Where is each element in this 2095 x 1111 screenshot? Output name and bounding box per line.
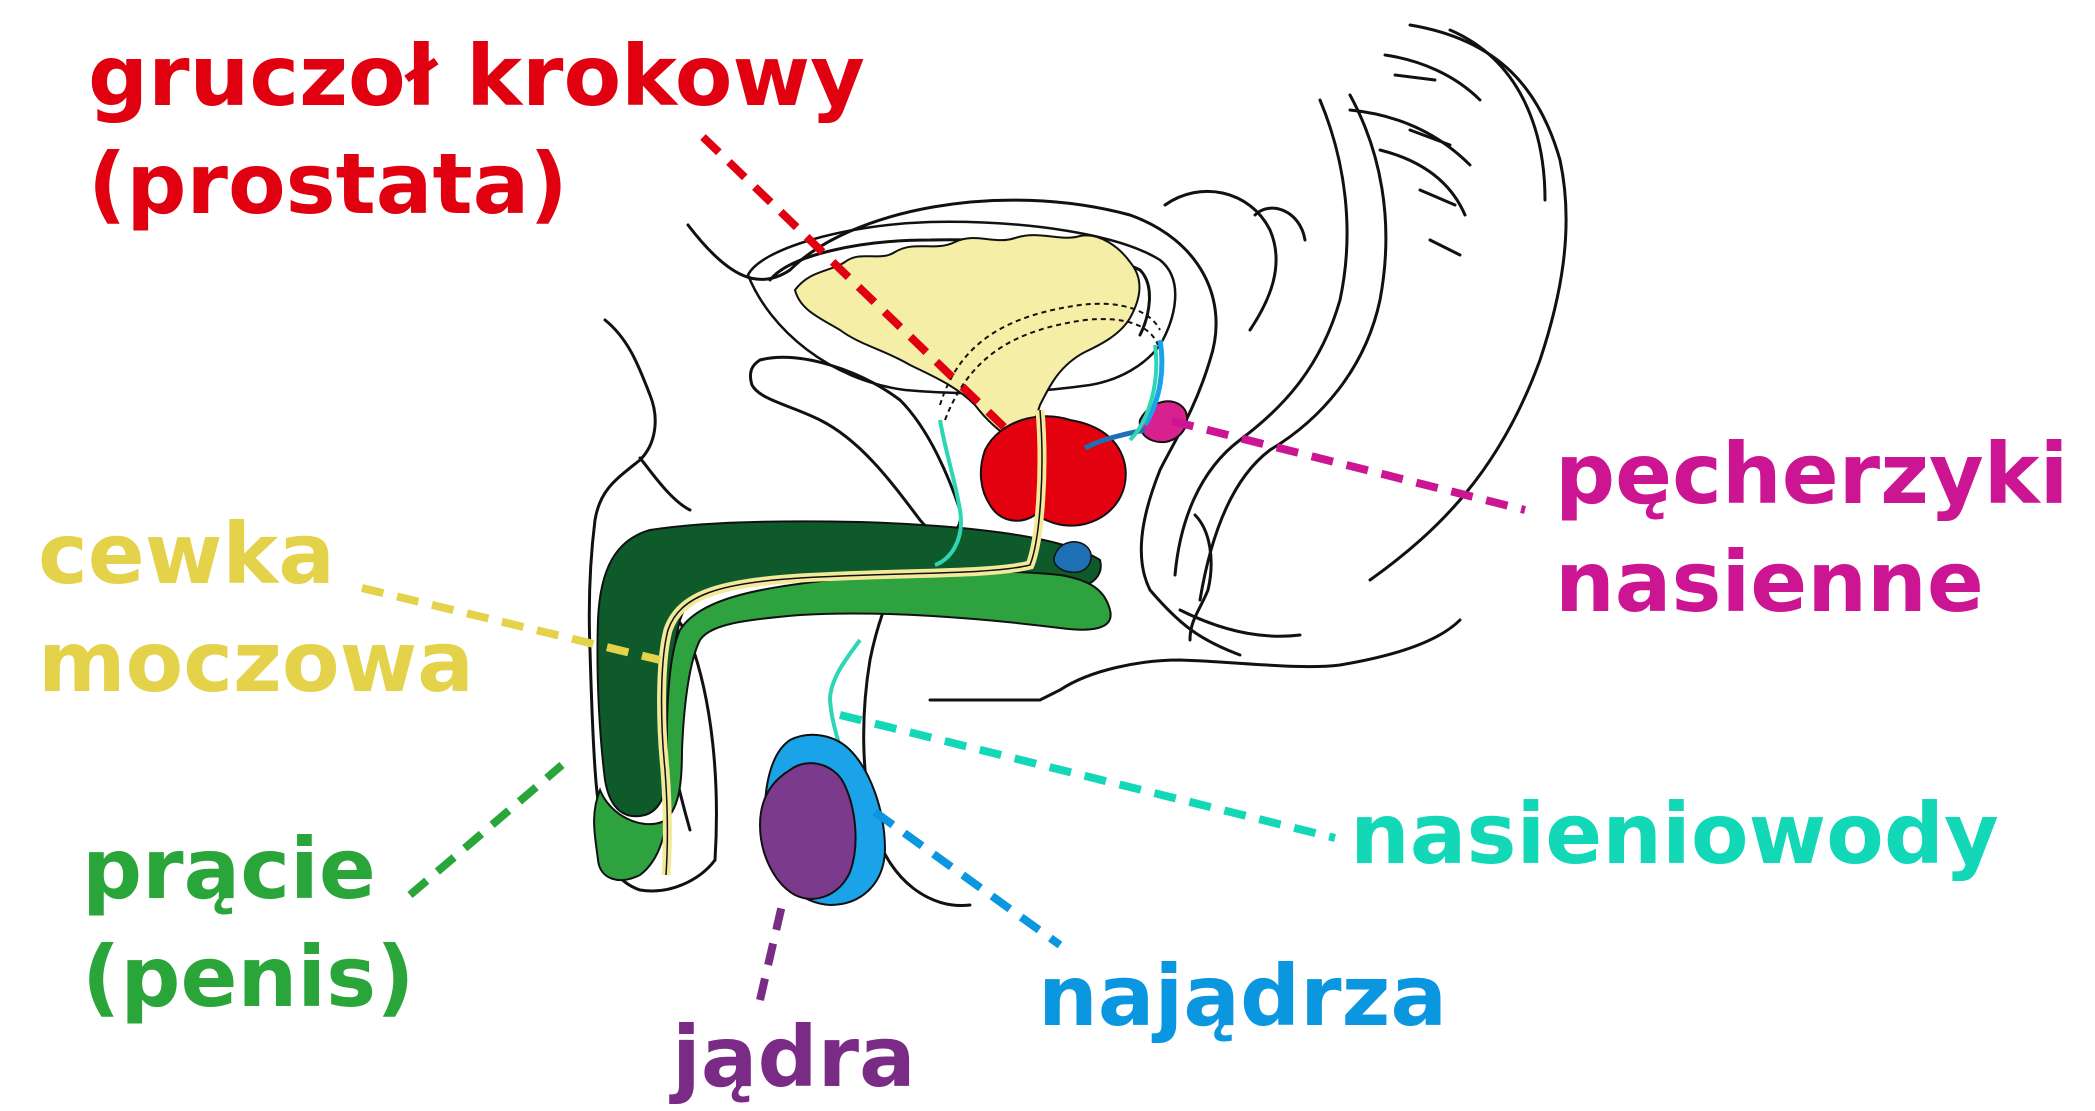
bulbourethral-gland <box>1054 542 1091 572</box>
label-testes-line1: jądra <box>672 1003 916 1111</box>
label-seminal-vesicles: pęcherzyki nasienne <box>1555 420 2068 636</box>
label-urethra: cewka moczowa <box>38 500 474 716</box>
label-prostate-line2: (prostata) <box>88 130 865 238</box>
label-vas-deferens-line1: nasieniowody <box>1350 780 1999 888</box>
leader-seminal-vesicles <box>1172 421 1525 510</box>
label-seminal-vesicles-line1: pęcherzyki <box>1555 420 2068 528</box>
label-urethra-line1: cewka <box>38 500 474 608</box>
leader-penis <box>410 765 562 895</box>
label-penis-line1: prącie <box>82 815 414 923</box>
label-testes: jądra <box>672 1003 916 1111</box>
leader-vas-deferens <box>840 715 1335 838</box>
prostate-shape <box>981 416 1126 525</box>
testis-shape <box>760 763 856 899</box>
label-penis-line2: (penis) <box>82 923 414 1031</box>
label-epididymis: najądrza <box>1038 942 1447 1050</box>
leader-testes <box>760 905 782 1000</box>
bladder-shape <box>795 235 1139 450</box>
label-seminal-vesicles-line2: nasienne <box>1555 528 2068 636</box>
label-prostate-line1: gruczoł krokowy <box>88 22 865 130</box>
label-urethra-line2: moczowa <box>38 608 474 716</box>
label-vas-deferens: nasieniowody <box>1350 780 1999 888</box>
label-penis: prącie (penis) <box>82 815 414 1031</box>
label-epididymis-line1: najądrza <box>1038 942 1447 1050</box>
label-prostate: gruczoł krokowy (prostata) <box>88 22 865 238</box>
